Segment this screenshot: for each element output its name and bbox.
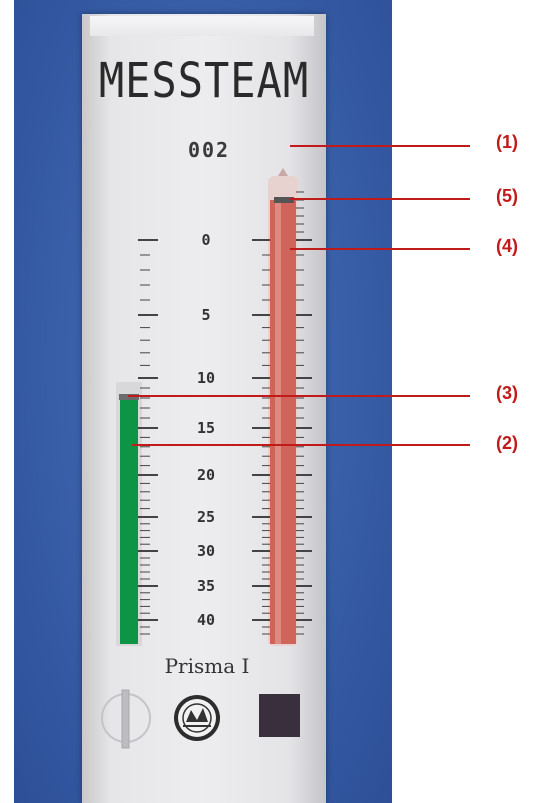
- scale-label: 10: [197, 369, 215, 387]
- callout-label-1: (1): [496, 132, 518, 152]
- callout-label-2: (2): [496, 433, 518, 453]
- scale-label: 35: [197, 577, 215, 595]
- scale-label: 20: [197, 466, 215, 484]
- counter-reading: 002: [187, 138, 231, 162]
- scale-ticks: [138, 191, 312, 635]
- scale-label: 5: [201, 306, 210, 324]
- scale-label: 40: [197, 611, 215, 629]
- callout-label-3: (3): [496, 383, 518, 403]
- scale-label: 25: [197, 508, 215, 526]
- red-column-marker: [274, 197, 294, 203]
- scale-label: 15: [197, 419, 215, 437]
- callout-label-4: (4): [496, 236, 518, 256]
- model-label: Prisma I: [164, 654, 250, 678]
- scale-label: 30: [197, 542, 215, 560]
- seal-icon: [174, 695, 220, 741]
- red-column-highlight: [275, 200, 281, 644]
- dark-square-icon: [259, 694, 300, 737]
- spindle-icon: [101, 689, 151, 749]
- scale-label: 0: [201, 231, 210, 249]
- instrument-cap: [90, 16, 314, 36]
- red-tube-tip: [278, 168, 288, 176]
- brand-label: MESSTEAM: [98, 52, 310, 109]
- green-column: [120, 398, 138, 644]
- red-column: [270, 200, 296, 644]
- callout-label-5: (5): [496, 186, 518, 206]
